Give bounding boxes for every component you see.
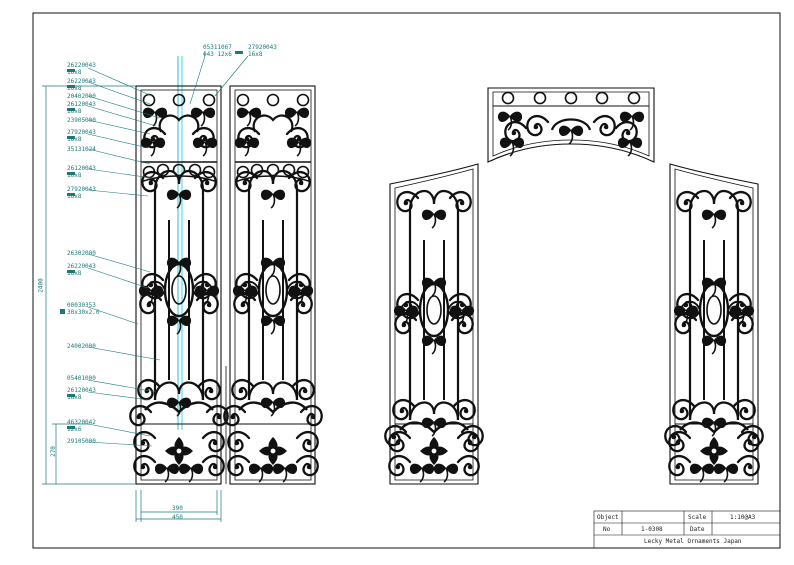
title-no-value: 1-0308 (641, 526, 663, 533)
dim-height-bottom: 270 (49, 446, 57, 457)
title-block (593, 510, 781, 549)
part-label: 23905000 (67, 117, 96, 124)
title-object-label: Object (597, 514, 619, 521)
part-label: 24002000 (67, 343, 96, 350)
transom-panel (487, 87, 655, 163)
dim-width-inner: 390 (172, 505, 183, 512)
title-scale-label: Scale (688, 514, 707, 521)
dim-height-total: 2400 (37, 278, 45, 293)
arched-panel-left (385, 163, 482, 485)
dimension-lines (42, 85, 222, 522)
dim-width-outer: 450 (172, 514, 183, 521)
part-label: 26302000 (67, 250, 96, 257)
leader-lines (87, 55, 249, 447)
title-company: Lecky Metal Ornaments Japan (644, 538, 742, 545)
gate-right-leaf (224, 85, 321, 485)
arched-panel-right (665, 163, 762, 485)
part-label: 05401000 (67, 375, 96, 382)
title-no-label: No (603, 526, 611, 533)
part-label: 29105000 (67, 438, 96, 445)
gate-left-leaf (130, 85, 227, 485)
part-label: 35131024 (67, 146, 96, 153)
title-scale-value: 1:10@A3 (730, 514, 756, 521)
part-label: 20402000 (67, 93, 96, 100)
sheet-border (32, 12, 781, 549)
title-date-label: Date (690, 526, 705, 533)
